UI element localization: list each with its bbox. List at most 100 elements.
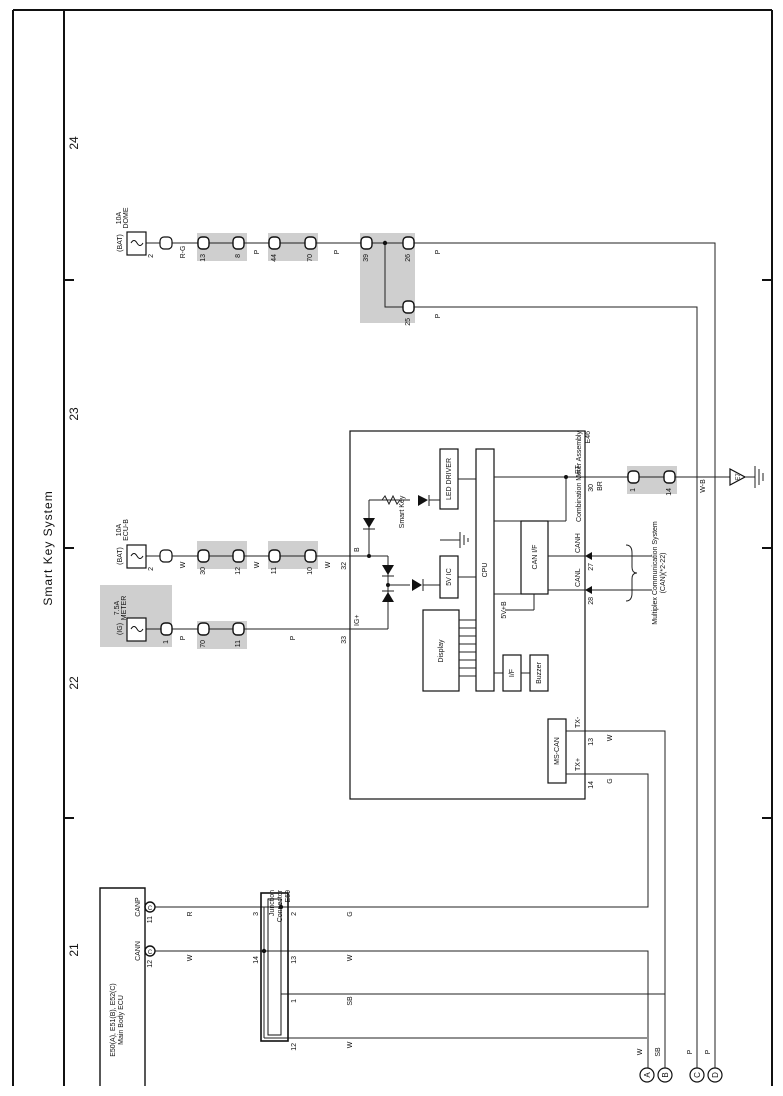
ecu-code: E50(A), E51(B), E52(C) — [110, 983, 117, 1057]
wire-color-label: SB — [347, 996, 354, 1006]
terminal-number: 25 — [405, 318, 412, 326]
off-page-connector-d — [707, 1067, 723, 1083]
wire-color-label: G — [607, 778, 614, 783]
wire-color-label: W — [180, 561, 187, 568]
terminal-numbers: 2 13 8 44 70 39 26 25 2 30 12 11 10 1 70… — [148, 254, 673, 648]
fuse-rating: 7.5A — [114, 600, 121, 615]
terminal-number: 8 — [235, 254, 242, 258]
off-page-color: W — [637, 1048, 644, 1055]
junction-pin: 12 — [291, 1043, 298, 1051]
meter-pin-name: TX- — [575, 716, 582, 728]
wire-color-label: P — [180, 635, 187, 640]
fuse-name: ECU-B — [123, 519, 130, 541]
terminal-number: 70 — [200, 640, 207, 648]
terminal-number: 2 — [148, 567, 155, 571]
meter-pin-number: 32 — [341, 562, 348, 570]
wire-color-label: P — [334, 249, 341, 254]
meter-pin-name: CANL — [575, 568, 582, 587]
ms-can-block: MS-CAN — [554, 737, 561, 765]
meter-pin-number: 27 — [588, 563, 595, 571]
off-page-letter: A — [643, 1072, 652, 1078]
terminal-number: 11 — [235, 640, 242, 647]
splice-dot — [386, 583, 390, 587]
junction-pin: 1 — [291, 999, 298, 1003]
cpu-block: CPU — [482, 563, 489, 578]
diode-icon — [382, 565, 394, 575]
meter-pin-name: IG+ — [354, 615, 361, 626]
ecu-pin-conn: C — [148, 950, 153, 956]
ground-code: E7 — [736, 473, 742, 481]
terminal-number: 44 — [271, 254, 278, 262]
meter-title: Combination Meter Assembly — [576, 431, 583, 523]
junction-pin: 13 — [291, 956, 298, 964]
off-page-connector-b — [657, 1067, 673, 1083]
wire-color-label: W — [347, 1041, 354, 1048]
led-icon — [418, 495, 428, 506]
arrow-icon — [585, 552, 592, 560]
ecu-pin-number: 12 — [147, 960, 154, 968]
off-page-color: P — [705, 1049, 712, 1054]
fuse-dome: (BAT) 10A DOME — [116, 207, 173, 256]
meter-pin-number: 13 — [588, 738, 595, 746]
junction-label-2: Connector — [277, 889, 284, 922]
buzzer-block: Buzzer — [536, 661, 543, 683]
combination-meter-assembly: E46 Combination Meter Assembly LED DRIVE… — [341, 430, 595, 800]
main-body-ecu: E50(A), E51(B), E52(C) Main Body ECU CAN… — [99, 887, 154, 1086]
off-page-letter: D — [711, 1072, 720, 1078]
ecu-name: Main Body ECU — [118, 995, 125, 1045]
ecu-pin-number: 11 — [147, 916, 154, 923]
column-number-21: 21 — [67, 943, 81, 957]
junction-pin: 14 — [253, 956, 260, 964]
splice-dot — [382, 240, 388, 246]
ground-e7: E7 — [729, 466, 764, 488]
splice-dot — [564, 475, 568, 479]
display-block: Display — [438, 639, 445, 662]
multiplex-label-sub: (CAN)(*2-22) — [660, 553, 667, 594]
wire-color-label: W — [325, 561, 332, 568]
column-number-23: 23 — [67, 407, 81, 421]
wire-color-label: P — [254, 249, 261, 254]
off-page-letter: B — [661, 1072, 670, 1077]
meter-pin-number: 14 — [588, 781, 595, 789]
terminal-number: 1 — [630, 488, 637, 492]
terminal-number: 1 — [163, 640, 170, 644]
column-number-22: 22 — [67, 676, 81, 690]
meter-pin-number: 28 — [588, 597, 595, 605]
splice-dot — [261, 948, 267, 954]
if-block: I/F — [509, 669, 516, 677]
junction-connector-e59: E59 Junction Connector 3 2 14 13 1 12 — [253, 889, 298, 1050]
ecu-pin-conn: C — [148, 906, 153, 912]
fuse-ecu-b: (BAT) 10A ECU-B — [116, 519, 173, 569]
wire-color-labels: R-G P P P P W W W P P BR W-B W G R G W W… — [180, 246, 707, 1049]
junction-code: E59 — [285, 890, 292, 903]
meter-pin-name: ET — [575, 464, 582, 474]
wires — [145, 240, 733, 1068]
wire-color-label: W — [607, 734, 614, 741]
fuse-name: DOME — [123, 207, 130, 228]
diode-icon — [412, 579, 422, 591]
5v-ic-block: 5V IC — [446, 568, 453, 586]
multiplex-label: Multiplex Communication System — [652, 521, 659, 625]
ecu-pin-name: CANN — [135, 941, 142, 961]
wire-color-label: W — [254, 561, 261, 568]
wire-color-label: R — [187, 911, 194, 916]
wire-color-label: W-B — [700, 479, 707, 493]
fuse-name: METER — [121, 596, 128, 621]
smart-key-label: Smart Key — [399, 495, 406, 528]
fuse-source-label: (BAT) — [117, 547, 124, 565]
wire-color-label: BR — [597, 481, 604, 491]
supply-label: 5V+B — [501, 601, 508, 619]
terminal-number: 12 — [235, 567, 242, 575]
meter-code: E46 — [585, 431, 592, 444]
off-page-color: P — [687, 1049, 694, 1054]
junction-pin: 3 — [253, 912, 260, 916]
fuse-source-label: (IG) — [117, 623, 124, 635]
meter-pin-name: B — [354, 547, 361, 552]
meter-pin-name: TX+ — [575, 758, 582, 771]
terminal-number: 13 — [200, 254, 207, 262]
off-page-color: SB — [655, 1047, 662, 1057]
junction-pin: 2 — [291, 912, 298, 916]
wire-color-label: W — [187, 954, 194, 961]
fuse-meter: (IG) 7.5A METER — [114, 596, 147, 642]
